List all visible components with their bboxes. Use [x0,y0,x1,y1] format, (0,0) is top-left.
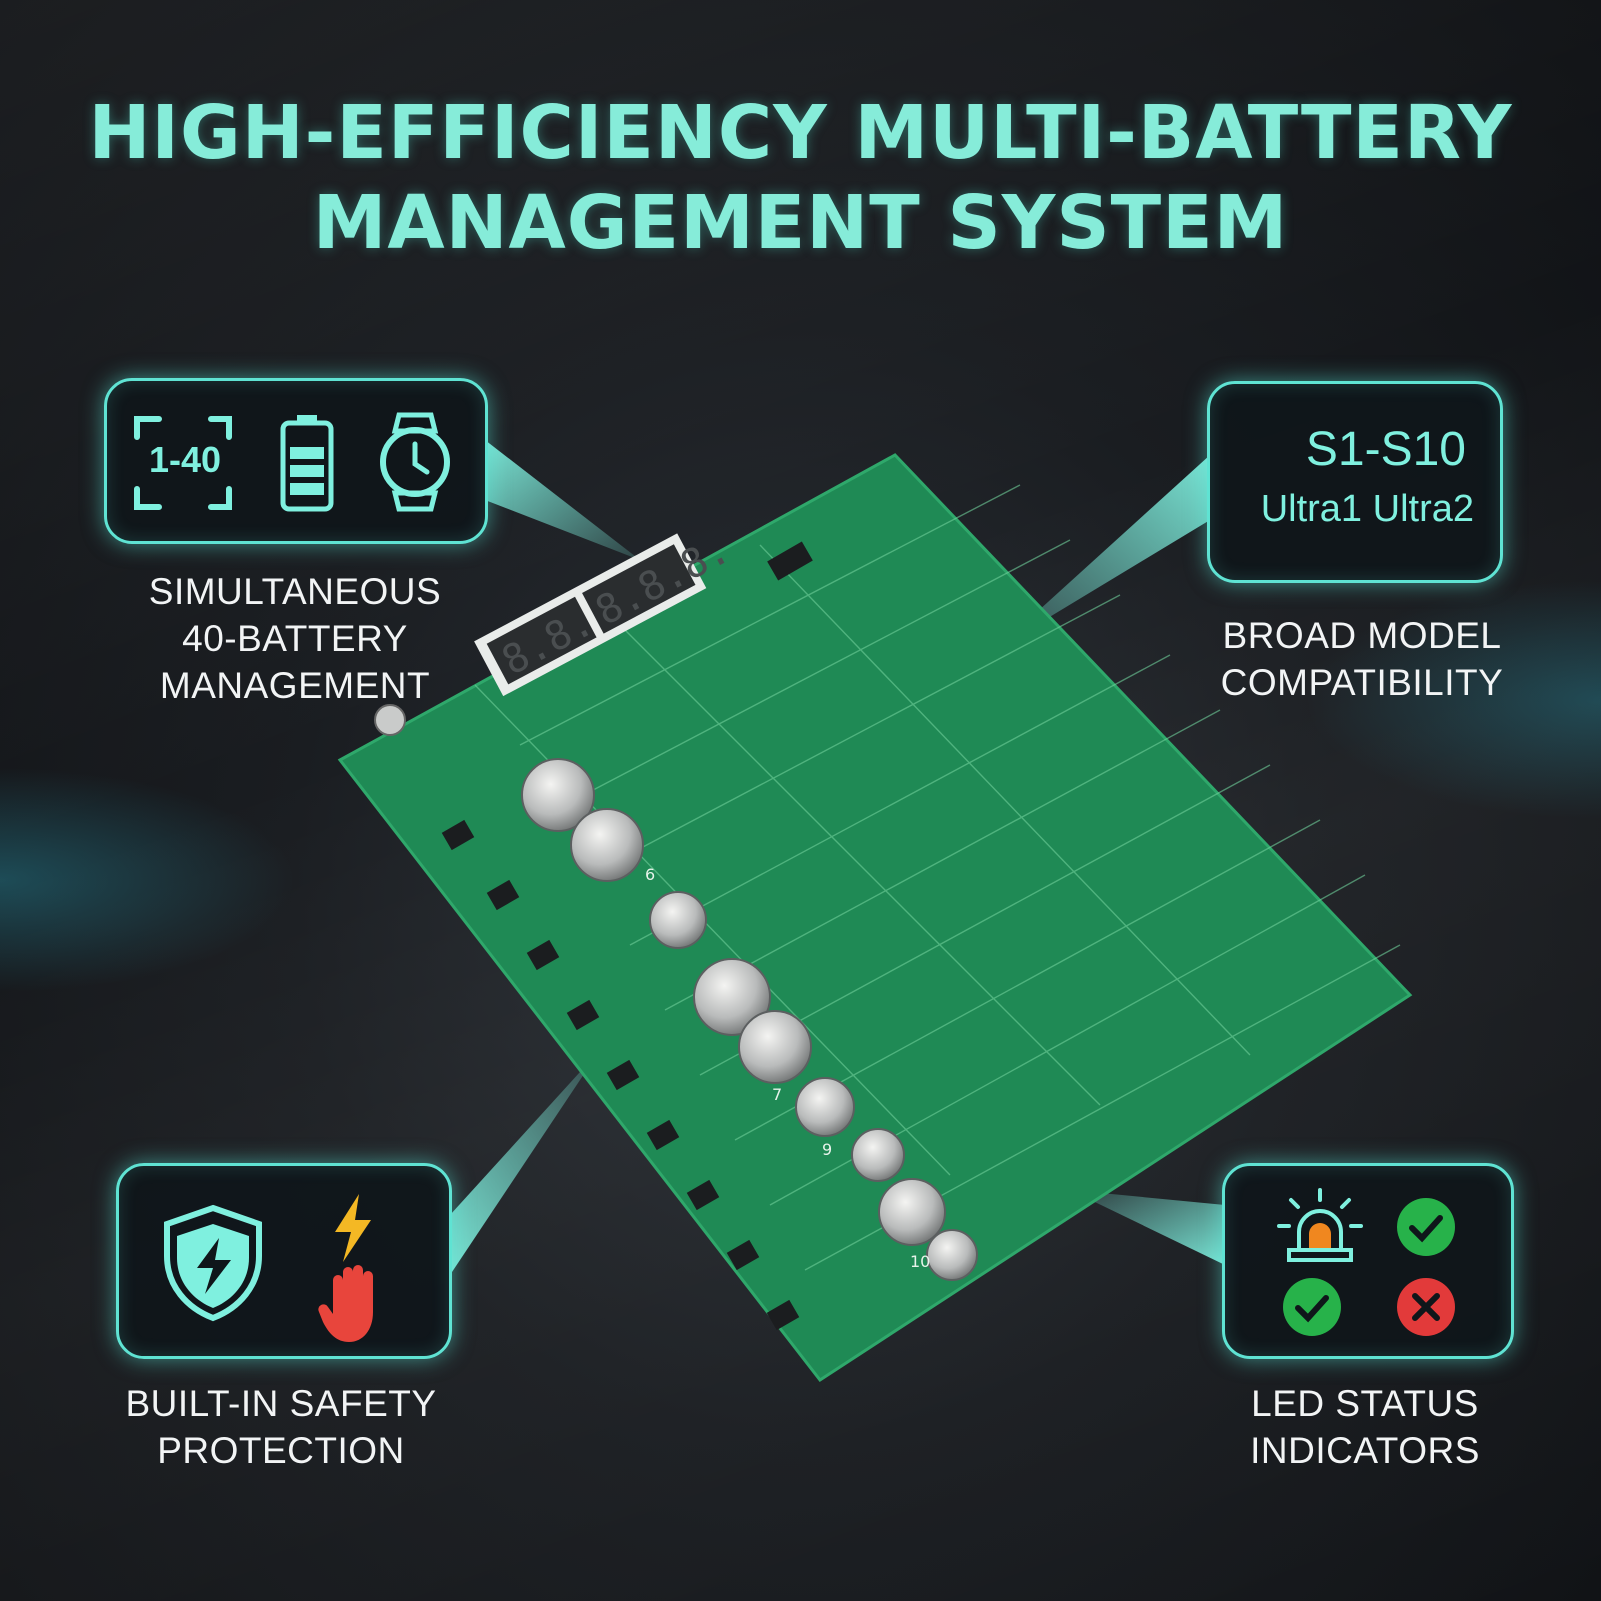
slot-number: 6 [645,865,655,884]
alarm-light-icon [1277,1188,1363,1262]
safety-panel [116,1163,452,1359]
safety-caption: BUILT-IN SAFETY PROTECTION [125,1383,437,1471]
slot-number: 9 [822,1140,832,1159]
model-ultra: Ultra1 Ultra2 [1260,488,1474,530]
slot-number: 10 [910,1252,930,1271]
cross-icon [1397,1278,1455,1336]
compatibility-caption: BROAD MODEL COMPATIBILITY [1220,615,1504,703]
title-line-1: HIGH-EFFICIENCY MULTI-BATTERY [88,90,1513,176]
status-caption: LED STATUS INDICATORS [1250,1383,1480,1471]
stop-hand-icon [318,1265,373,1342]
coin-cells [521,758,978,1281]
battery-icon [280,415,334,512]
range-label: 1-40 [148,439,222,480]
lightning-icon [335,1194,371,1262]
watch-icon [380,412,450,512]
management-caption: SIMULTANEOUS 40-BATTERY MANAGEMENT [148,571,442,706]
shield-lightning-icon [164,1204,262,1322]
pcb: 8.8. 8.8.8. 6 7 9 10 [337,453,1413,1383]
compatibility-panel: S1-S10 Ultra1 Ultra2 [1207,381,1503,583]
model-range: S1-S10 [1305,423,1466,476]
page-title: HIGH-EFFICIENCY MULTI-BATTERY MANAGEMENT… [0,88,1601,268]
range-frame-icon [134,416,232,510]
management-panel: 1-40 [104,378,488,544]
title-line-2: MANAGEMENT SYSTEM [312,180,1289,266]
check-icon [1397,1198,1455,1256]
check-icon [1283,1278,1341,1336]
slot-number: 7 [772,1085,782,1104]
status-panel [1222,1163,1514,1359]
